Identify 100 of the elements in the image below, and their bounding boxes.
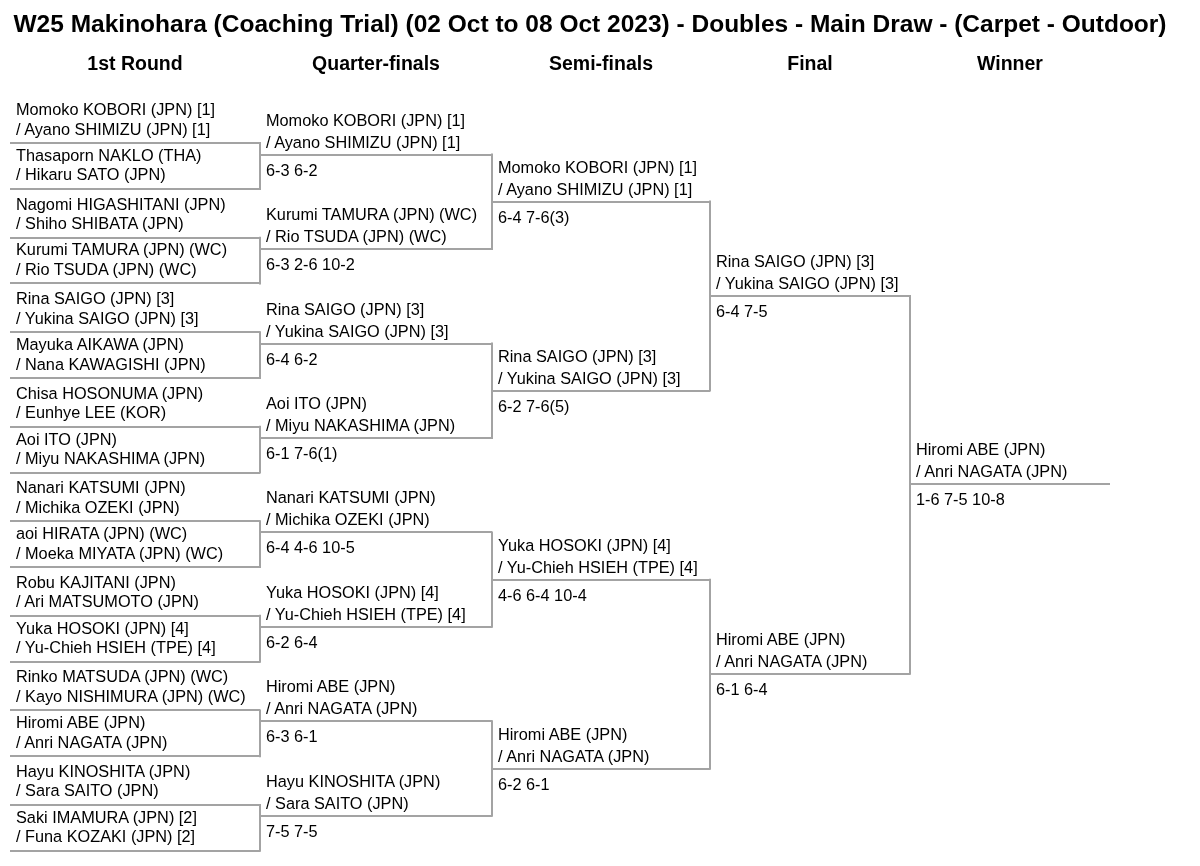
player-name: / Ari MATSUMOTO (JPN): [16, 592, 199, 612]
bracket-connector: [491, 153, 493, 203]
match-score: 6-3 2-6 10-2: [266, 254, 355, 276]
bracket-connector: [491, 531, 493, 581]
bracket-connector: [259, 436, 261, 474]
player-name: / Anri NAGATA (JPN): [916, 461, 1068, 482]
player-name: / Yu-Chieh HSIEH (TPE) [4]: [266, 603, 466, 625]
match-score: 6-3 6-1: [266, 726, 318, 748]
match-score: 6-2 7-6(5): [498, 395, 570, 417]
player-name: Rina SAIGO (JPN) [3]: [266, 298, 425, 320]
match-score: 1-6 7-5 10-8: [916, 489, 1005, 510]
player-name: Nanari KATSUMI (JPN): [16, 478, 186, 498]
round-heading: Semi-finals: [548, 51, 653, 75]
player-name: Hiromi ABE (JPN): [716, 628, 846, 650]
player-name: / Yukina SAIGO (JPN) [3]: [716, 273, 899, 294]
player-name: / Moeka MIYATA (JPN) (WC): [16, 543, 224, 564]
match-score: 6-2 6-4: [266, 631, 318, 653]
player-name: Hiromi ABE (JPN): [266, 676, 396, 698]
player-name: / Rio TSUDA (JPN) (WC): [266, 226, 447, 248]
player-name: / Eunhye LEE (KOR): [16, 403, 167, 423]
player-name: / Michika OZEKI (JPN): [16, 497, 180, 518]
player-name: / Yu-Chieh HSIEH (TPE) [4]: [16, 638, 216, 658]
bracket-connector: [259, 625, 261, 663]
player-name: / Yukina SAIGO (JPN) [3]: [498, 367, 681, 389]
player-name: Nanari KATSUMI (JPN): [266, 487, 436, 509]
title: W25 Makinohara (Coaching Trial) (02 Oct to 08 Oct 2023) - Doubles - Main Draw - (Carpet - Outdoor): [13, 10, 1167, 38]
match-score: 6-1 6-4: [716, 678, 768, 700]
bracket-connector: [491, 342, 493, 392]
player-name: Momoko KOBORI (JPN) [1]: [16, 100, 216, 120]
match-score: 6-1 7-6(1): [266, 442, 338, 464]
player-name: Rinko MATSUDA (JPN) (WC): [16, 667, 229, 687]
bracket-connector: [259, 803, 261, 817]
player-name: Saki IMAMURA (JPN) [2]: [16, 807, 197, 828]
match-score: 6-2 6-1: [498, 773, 550, 795]
player-name: / Anri NAGATA (JPN): [16, 732, 168, 753]
player-name: / Miyu NAKASHIMA (JPN): [266, 414, 456, 436]
player-name: Mayuka AIKAWA (JPN): [16, 335, 184, 355]
player-name: Hiromi ABE (JPN): [498, 723, 628, 745]
player-name: Yuka HOSOKI (JPN) [4]: [498, 534, 671, 556]
player-name: / Sara SAITO (JPN): [16, 781, 159, 801]
player-name: / Ayano SHIMIZU (JPN) [1]: [266, 131, 461, 153]
player-name: Aoi ITO (JPN): [266, 392, 368, 414]
player-name: Robu KAJITANI (JPN): [16, 572, 176, 593]
player-name: / Shiho SHIBATA (JPN): [16, 214, 184, 234]
bracket-connector: [259, 720, 261, 758]
player-name: / Yukina SAIGO (JPN) [3]: [266, 320, 449, 342]
bracket-connector: [909, 295, 911, 485]
player-name: / Anri NAGATA (JPN): [498, 745, 650, 767]
player-name: Chisa HOSONUMA (JPN): [16, 383, 204, 404]
bracket-connector: [259, 709, 261, 723]
player-name: Nagomi HIGASHITANI (JPN): [16, 194, 226, 215]
bracket-connector: [709, 578, 711, 675]
player-name: Yuka HOSOKI (JPN) [4]: [266, 581, 439, 603]
player-name: Hiromi ABE (JPN): [916, 439, 1046, 460]
bracket-connector: [259, 520, 261, 534]
bracket-connector: [259, 142, 261, 156]
player-name: Kurumi TAMURA (JPN) (WC): [266, 204, 478, 226]
bracket-connector: [259, 331, 261, 345]
player-name: Hayu KINOSHITA (JPN): [16, 761, 191, 782]
player-name: Kurumi TAMURA (JPN) (WC): [16, 240, 228, 260]
player-name: / Miyu NAKASHIMA (JPN): [16, 449, 206, 469]
round-heading: Winner: [977, 51, 1043, 75]
player-name: / Yu-Chieh HSIEH (TPE) [4]: [498, 556, 698, 578]
player-name: / Nana KAWAGISHI (JPN): [16, 354, 206, 374]
player-name: / Ayano SHIMIZU (JPN) [1]: [498, 178, 693, 200]
player-name: Yuka HOSOKI (JPN) [4]: [16, 618, 189, 639]
player-name: / Anri NAGATA (JPN): [266, 698, 418, 720]
bracket-connector: [259, 814, 261, 852]
bracket-connector: [491, 767, 493, 817]
player-name: aoi HIRATA (JPN) (WC): [16, 524, 188, 544]
round-heading: 1st Round: [87, 51, 183, 75]
bracket-connector: [259, 614, 261, 628]
player-name: / Sara SAITO (JPN): [266, 792, 409, 814]
bracket-connector: [259, 531, 261, 569]
match-score: 6-3 6-2: [266, 159, 318, 181]
player-name: Momoko KOBORI (JPN) [1]: [266, 109, 466, 131]
bracket-connector: [259, 153, 261, 190]
bracket-connector: [259, 236, 261, 251]
player-name: / Anri NAGATA (JPN): [716, 650, 868, 672]
player-name: / Funa KOZAKI (JPN) [2]: [16, 827, 196, 847]
round-heading: Final: [787, 51, 833, 75]
player-name: / Kayo NISHIMURA (JPN) (WC): [16, 686, 246, 707]
player-name: / Michika OZEKI (JPN): [266, 509, 430, 531]
match-score: 6-4 6-2: [266, 348, 318, 370]
player-name: Rina SAIGO (JPN) [3]: [16, 289, 175, 309]
player-name: / Hikaru SATO (JPN): [16, 165, 166, 185]
bracket-connector: [709, 672, 711, 770]
player-name: Momoko KOBORI (JPN) [1]: [498, 156, 698, 178]
player-name: Rina SAIGO (JPN) [3]: [498, 345, 657, 367]
match-score: 4-6 6-4 10-4: [498, 584, 587, 606]
bracket-connector: [709, 200, 711, 297]
bracket-connector: [259, 425, 261, 439]
bracket-connector: [491, 200, 493, 251]
player-name: / Ayano SHIMIZU (JPN) [1]: [16, 119, 211, 140]
player-name: / Rio TSUDA (JPN) (WC): [16, 259, 197, 280]
match-score: 6-4 7-6(3): [498, 206, 570, 228]
bracket-connector: [909, 483, 911, 675]
player-name: Rina SAIGO (JPN) [3]: [716, 251, 875, 272]
player-name: Thasaporn NAKLO (THA): [16, 145, 202, 166]
round-heading: Quarter-finals: [312, 51, 440, 75]
